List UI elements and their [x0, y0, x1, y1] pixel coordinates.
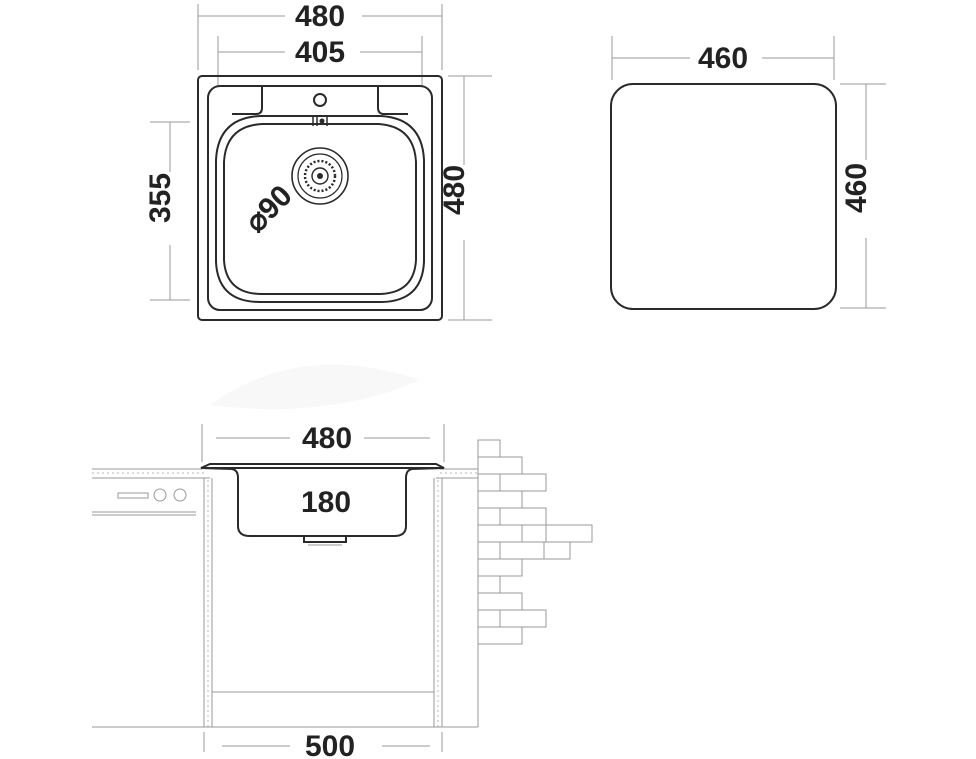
top-view: 480 405 355 480: [144, 0, 492, 321]
top-height-outer-label: 480: [438, 165, 471, 215]
drain-outlet: [303, 535, 347, 543]
side-view: 480: [92, 422, 593, 759]
watermark-logo: [210, 364, 420, 410]
appliance-panel: [92, 488, 196, 516]
cabinet-width-label: 500: [305, 730, 355, 759]
faucet-deck: [232, 86, 408, 115]
sink-rim-outer: [197, 75, 443, 321]
faucet-hole: [313, 93, 327, 107]
sink-rim-inner: [207, 85, 433, 311]
drain-strainer: [291, 147, 349, 205]
side-width-label: 480: [302, 422, 352, 455]
drain-diameter-label: ⌀90: [239, 179, 299, 239]
cutout-outline: [610, 83, 837, 310]
cutout-view: 460 460: [610, 36, 886, 310]
top-height-inner-label: 355: [144, 173, 177, 223]
top-width-inner-label: 405: [295, 36, 345, 69]
side-depth-label: 180: [301, 486, 351, 519]
cutout-height-label: 460: [840, 163, 873, 213]
sink-bowl: [215, 115, 425, 303]
countertop: [92, 468, 478, 479]
cutout-width-label: 460: [698, 42, 748, 75]
sink-profile: [200, 463, 445, 537]
top-width-outer-label: 480: [295, 0, 345, 33]
brick-wall: [477, 439, 593, 727]
cabinet: [92, 478, 478, 728]
sink-bowl-inner-edge: [223, 123, 417, 295]
